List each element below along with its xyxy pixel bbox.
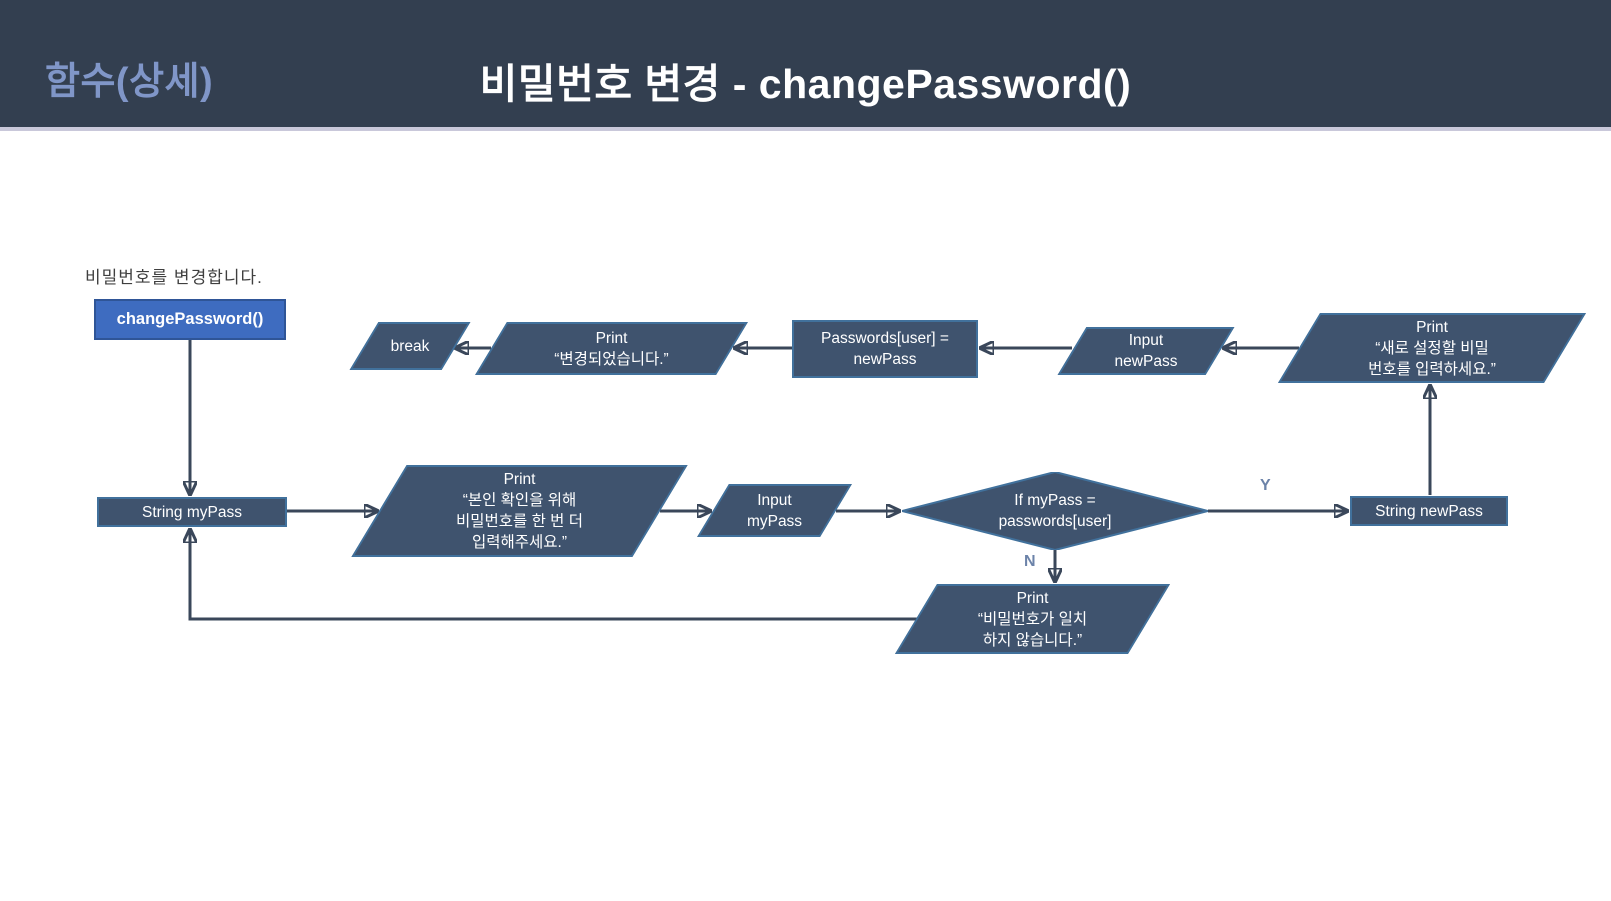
- node-label: break: [390, 337, 430, 355]
- node-print-changed-message: Print “변경되었습니다.”: [475, 322, 748, 375]
- node-label: String myPass: [142, 503, 242, 521]
- node-print-newpass-prompt: Print “새로 설정할 비밀 번호를 입력하세요.”: [1277, 313, 1587, 383]
- node-print-confirm-message: Print “본인 확인을 위해 비밀번호를 한 번 더 입력해주세요.”: [351, 465, 688, 557]
- node-input-newpass: Input newPass: [1057, 327, 1235, 375]
- node-assign-password: Passwords[user] = newPass: [792, 320, 978, 378]
- node-break: break: [349, 322, 471, 370]
- node-change-password-start: changePassword(): [94, 299, 286, 340]
- node-label: Print “새로 설정할 비밀 번호를 입력하세요.”: [1368, 318, 1496, 378]
- node-input-mypass: Input myPass: [697, 484, 852, 537]
- node-string-newpass: String newPass: [1350, 496, 1508, 526]
- node-label: Input myPass: [746, 491, 803, 530]
- branch-label-yes: Y: [1260, 477, 1271, 494]
- intro-caption: 비밀번호를 변경합니다.: [85, 268, 263, 287]
- connector-print-mismatch-loop-to-string-mypass: [190, 530, 918, 621]
- node-label: String newPass: [1375, 502, 1483, 520]
- node-label: Print “비밀번호가 일치 하지 않습니다.”: [977, 589, 1088, 649]
- node-label: Passwords[user] = newPass: [821, 330, 949, 368]
- node-decision-label: If myPass = passwords[user]: [998, 492, 1112, 530]
- node-label: Print “본인 확인을 위해 비밀번호를 한 번 더 입력해주세요.”: [456, 471, 583, 551]
- node-label: Input newPass: [1114, 332, 1178, 370]
- header-bar: 함수(상세) 비밀번호 변경 - changePassword(): [0, 0, 1611, 131]
- node-label: changePassword(): [116, 310, 264, 328]
- node-print-mismatch-message: Print “비밀번호가 일치 하지 않습니다.”: [894, 584, 1171, 654]
- node-label: Print “변경되었습니다.”: [554, 329, 669, 368]
- node-decision-diamond: [902, 472, 1208, 550]
- section-label: 함수(상세): [45, 61, 214, 103]
- branch-label-no: N: [1024, 553, 1036, 570]
- node-string-mypass: String myPass: [97, 497, 287, 527]
- page-title: 비밀번호 변경 - changePassword(): [479, 61, 1132, 107]
